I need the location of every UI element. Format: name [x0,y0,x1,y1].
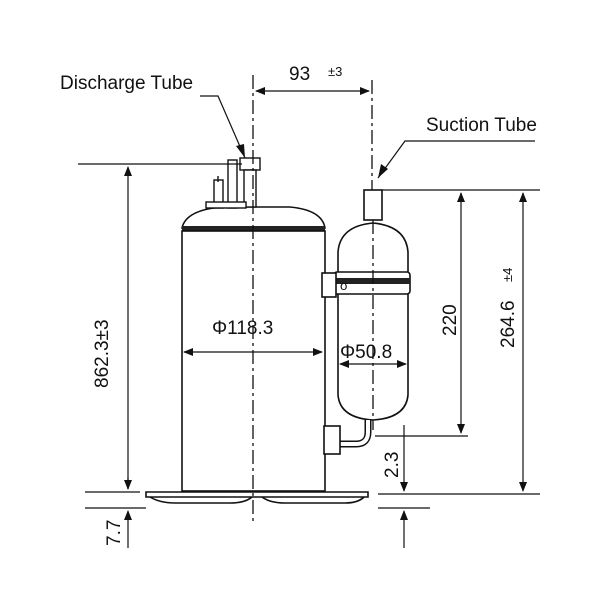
offset-tolerance: ±3 [328,64,342,79]
center-lines [252,75,374,522]
offset-dimension: 93 [289,64,310,85]
body-diameter-dimension: Φ118.3 [212,318,273,339]
suction-top-height-dimension: 264.6 [498,300,519,348]
suction-leader-arrow [378,164,388,178]
total-height-dimension: 862.3±3 [92,319,113,388]
discharge-tube-label: Discharge Tube [60,73,193,94]
compressor-body [145,206,369,504]
accumulator [321,189,411,455]
extension-lines [78,95,540,509]
suction-top-tolerance: ±4 [500,268,515,282]
discharge-leader-arrow [236,144,245,158]
accumulator-diameter-dimension: Φ50.8 [340,342,392,363]
bracket-symbol: σ [340,278,348,293]
base-offset-dimension: 7.7 [104,520,125,546]
dimension-lines [124,87,527,548]
suction-height-dimension: 220 [440,304,461,336]
discharge-tube-fitting [205,157,261,209]
suction-tube-label: Suction Tube [426,115,537,136]
suction-offset-dimension: 2.3 [382,452,403,478]
